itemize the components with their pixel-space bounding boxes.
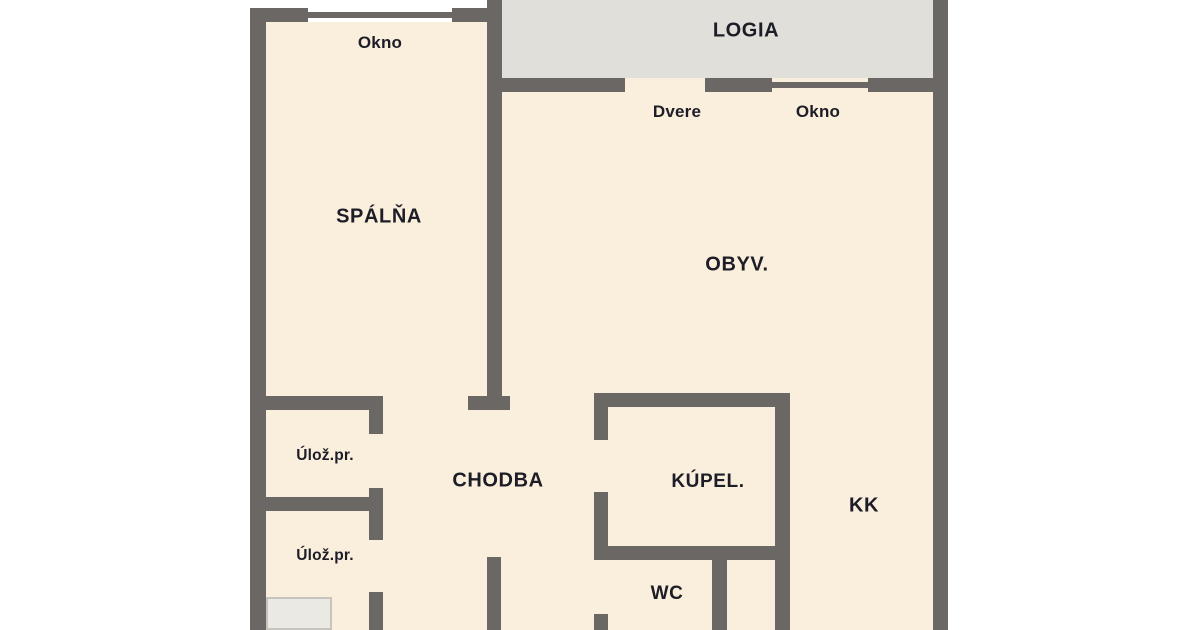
wall-storage-vertical-1 (369, 396, 383, 434)
label-okno-obyv: Okno (795, 102, 841, 121)
wall-kupel-left-2 (594, 492, 608, 560)
wall-outer-left (250, 8, 266, 630)
window-obyv-icon (772, 82, 868, 88)
wall-wc-left-stub (594, 614, 608, 630)
label-okno-spalna: Okno (357, 33, 403, 52)
label-kupel: KÚPEL. (671, 471, 745, 492)
wall-spalna-bottom (266, 396, 383, 410)
label-uloz1: Úlož.pr. (296, 447, 354, 464)
wall-kupel-right (775, 393, 790, 630)
label-kk: KK (848, 494, 880, 517)
room-area-obyv-kk (502, 92, 933, 630)
wall-outer-right (933, 0, 948, 630)
wall-logia-segment-a (502, 78, 625, 92)
label-spalna: SPÁLŇA (336, 205, 422, 228)
wall-center-end-cap (468, 396, 510, 410)
room-area-spalna-chodba (266, 22, 502, 630)
room-logia (502, 0, 933, 78)
wall-chodba-bottom-stub (487, 557, 501, 630)
wall-logia-segment-c (868, 78, 933, 92)
label-uloz2: Úlož.pr. (296, 547, 354, 564)
wall-top-left-segment (250, 8, 308, 22)
label-wc: WC (650, 583, 684, 604)
wall-kupel-top (594, 393, 790, 407)
wall-kupel-bottom (594, 546, 790, 560)
wall-logia-segment-b (705, 78, 772, 92)
wall-wc-right (712, 560, 727, 630)
label-chodba: CHODBA (452, 469, 544, 492)
label-dvere-obyv: Dvere (652, 102, 702, 121)
label-logia: LOGIA (712, 19, 780, 42)
wall-storage-divider (266, 497, 383, 511)
wall-center-vertical (487, 0, 502, 396)
door-opening-logia (625, 78, 705, 92)
label-obyv: OBYV. (705, 253, 769, 276)
window-spalna-icon (308, 12, 452, 18)
wall-storage-vertical-3 (369, 592, 383, 630)
wall-storage-vertical-2 (369, 488, 383, 540)
shaft-box (266, 597, 332, 630)
wall-kupel-left-1 (594, 393, 608, 440)
